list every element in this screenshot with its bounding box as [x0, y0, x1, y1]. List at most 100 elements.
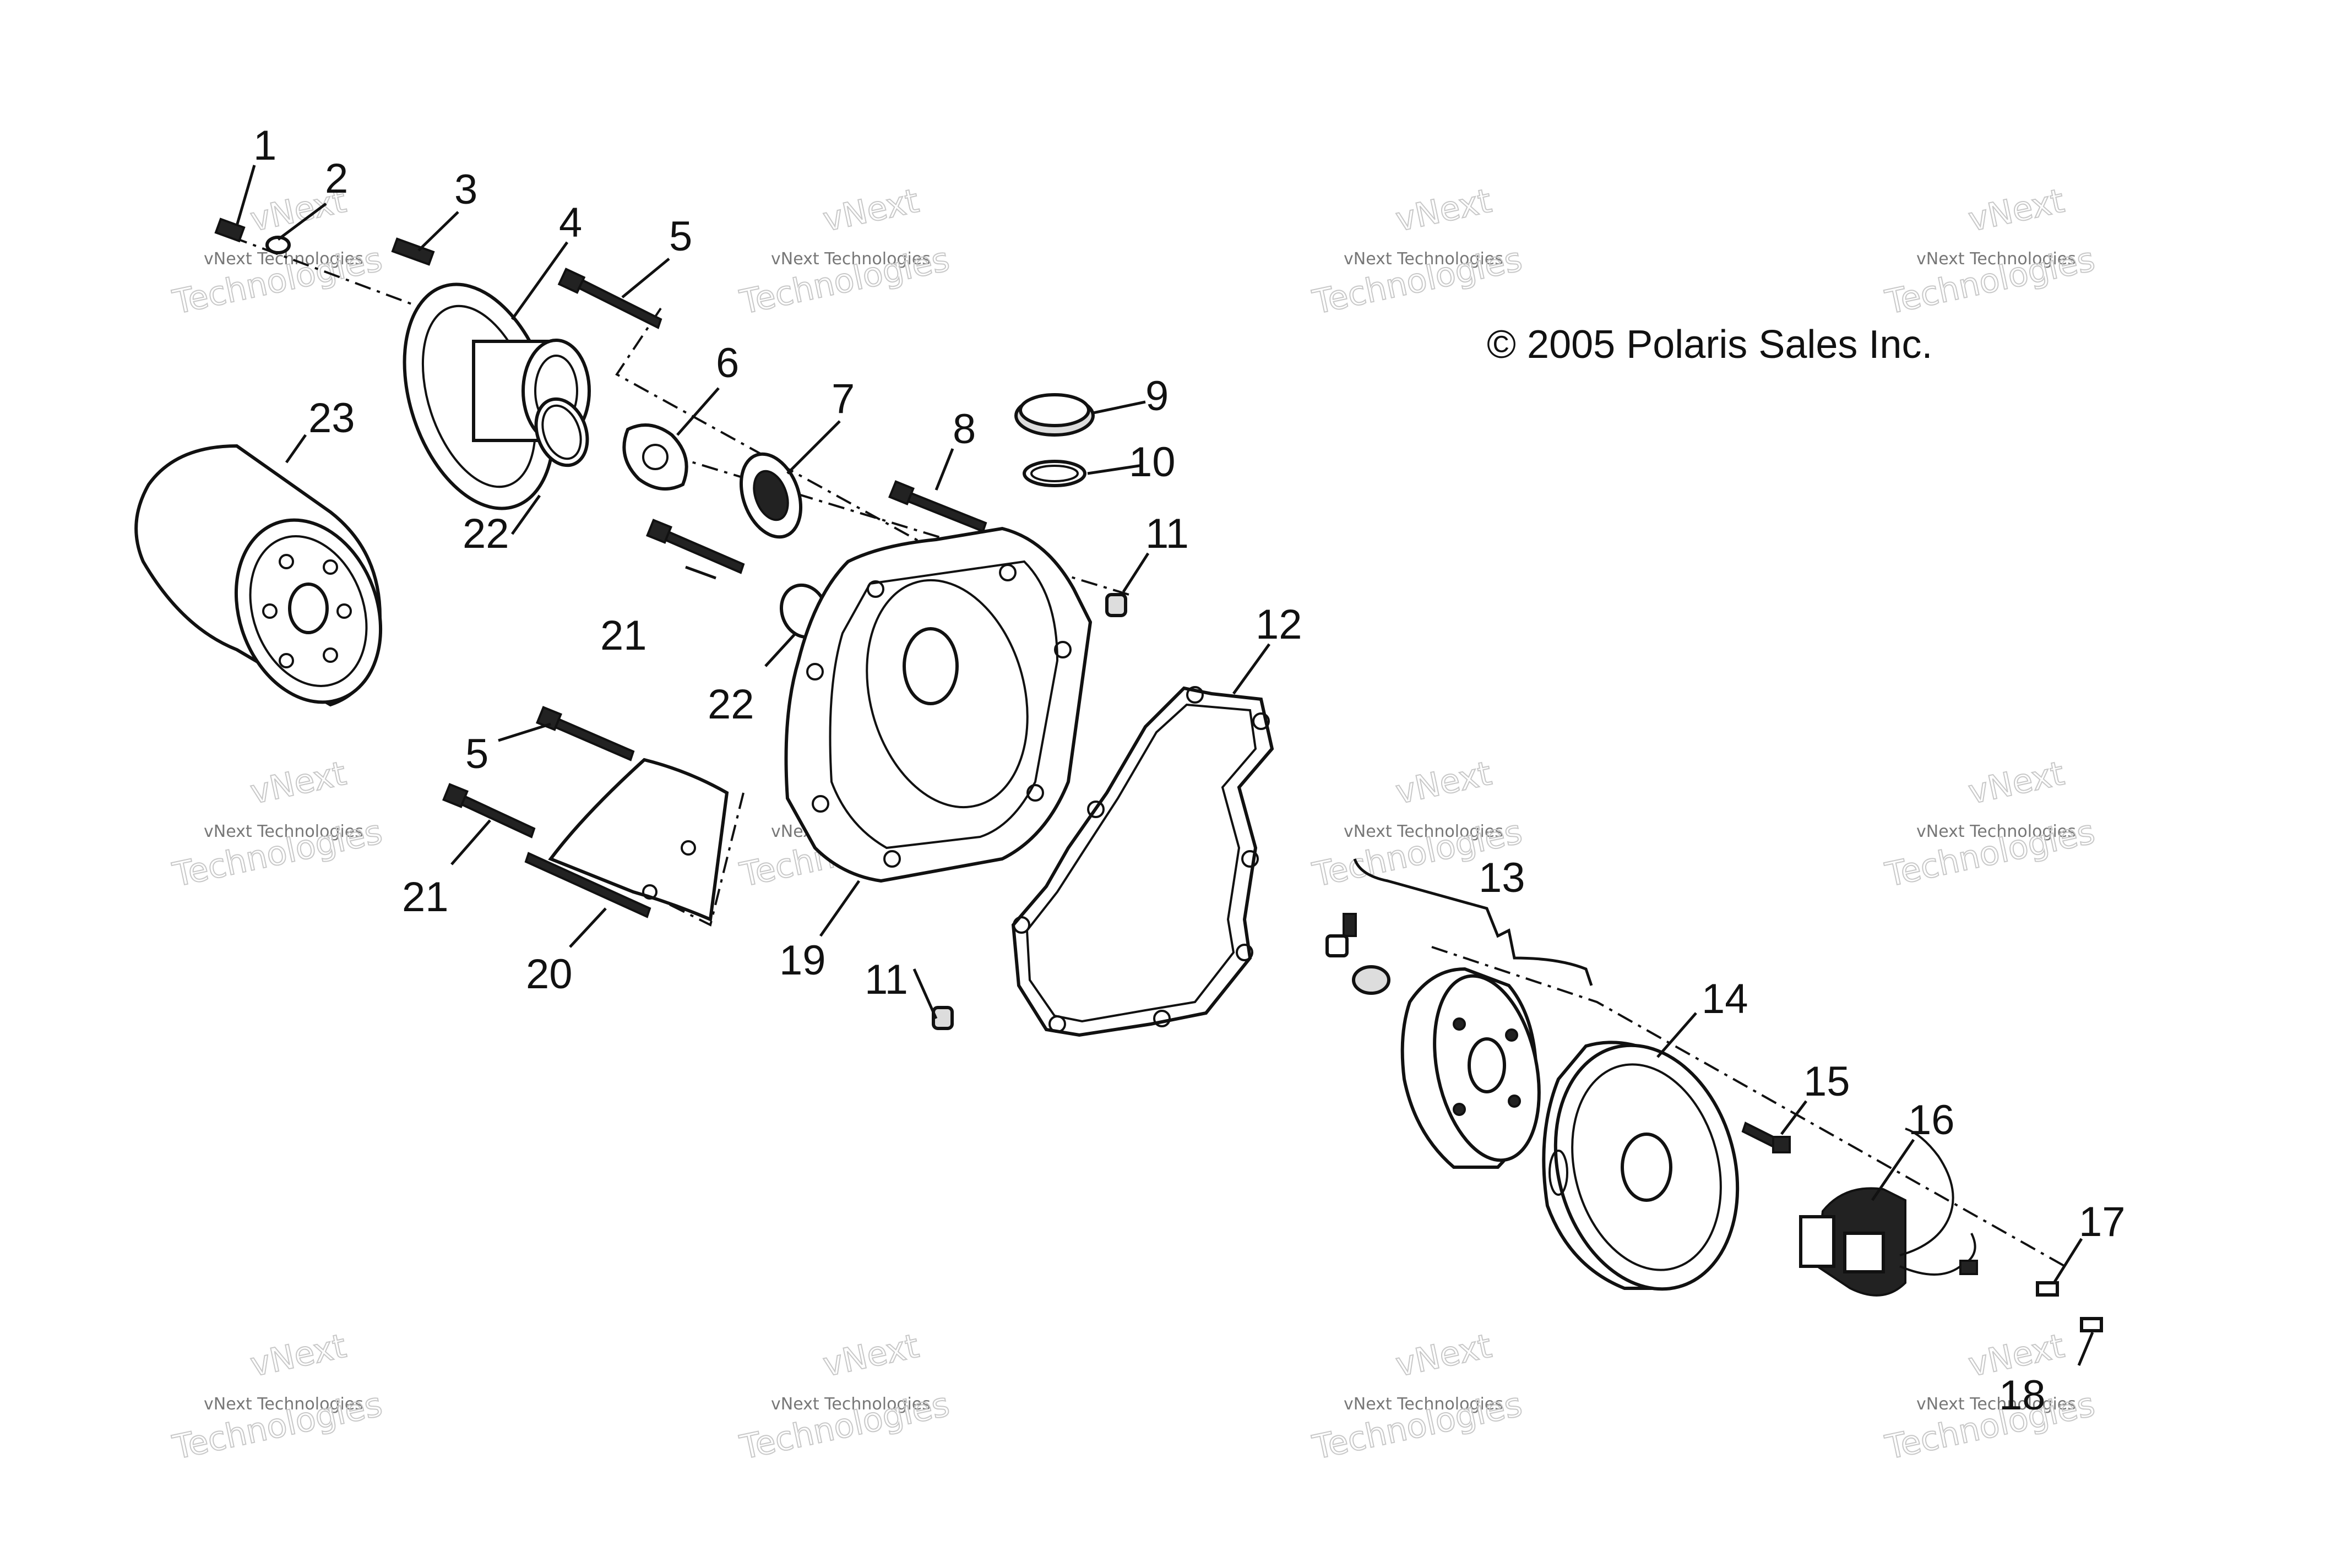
cover-bolt-hole: [1026, 784, 1044, 802]
watermark-text-large: vNext: [247, 754, 350, 812]
callout-14: 14: [1702, 976, 1748, 1022]
leader-line: [498, 722, 551, 742]
part-5-bolt-lower: [546, 714, 635, 761]
part-20-guard: [524, 758, 729, 922]
watermark-text: vNext Technologies: [1916, 249, 2076, 269]
callout-8: 8: [953, 406, 976, 453]
part-19-stator-cover: [784, 526, 1093, 883]
part-6-gasket-plate: [622, 423, 688, 491]
part-21-bolt-lower-head: [442, 783, 469, 808]
part-21-bolt-head: [646, 519, 672, 544]
cover-port: [903, 627, 959, 705]
part-7-seal-bore: [753, 470, 789, 521]
guard-plate: [548, 758, 729, 922]
callout-5-upper: 5: [669, 213, 692, 260]
oil-filter-face-ring: [249, 535, 368, 687]
watermark-tile: vNext vNext Technologies Technologies: [736, 181, 954, 323]
part-12-gasket: [1011, 686, 1274, 1037]
callout-21-lower: 21: [402, 874, 449, 921]
leader-line: [1087, 464, 1143, 475]
leader-line: [819, 880, 861, 937]
part-5-bolt-upper: [568, 274, 662, 329]
gasket-hole: [1252, 712, 1270, 730]
watermark-text: vNext Technologies: [1344, 822, 1503, 841]
oil-filter-center-hole: [288, 582, 329, 634]
watermark-tile: vNext vNext Technologies Technologies: [1882, 754, 2099, 895]
callout-20: 20: [526, 951, 573, 998]
oil-filter-hole: [323, 647, 338, 663]
callout-11-lower: 11: [865, 956, 908, 1003]
cover-bolt-hole: [806, 663, 824, 680]
part-2-washer: [265, 236, 291, 254]
part-23-oil-filter: [134, 444, 383, 707]
callout-15: 15: [1803, 1058, 1850, 1105]
assembly-line: [1431, 946, 2066, 1267]
cover-boss: [866, 579, 1029, 809]
flywheel-slot: [1548, 1150, 1568, 1196]
flywheel-nut: [1352, 965, 1390, 995]
watermark-tile: vNext vNext Technologies Technologies: [736, 1326, 954, 1468]
callout-21-upper: 21: [600, 612, 647, 659]
callout-17: 17: [2079, 1199, 2126, 1245]
leader-line: [1780, 1100, 1807, 1135]
watermark-text: vNext Technologies: [1916, 822, 2076, 841]
key-spacer: [1325, 934, 1349, 957]
watermark-text-large: vNext: [1393, 182, 1495, 239]
gasket-hole: [1241, 850, 1259, 868]
leader-line: [621, 258, 670, 298]
stator-connector: [1959, 1260, 1978, 1275]
callout-16: 16: [1908, 1097, 1955, 1144]
watermark-text: vNext Technologies: [1344, 1395, 1503, 1414]
part-3-bolt: [391, 237, 435, 266]
cover-bolt-hole: [999, 564, 1017, 581]
part-9-cap-top: [1019, 393, 1090, 427]
part-15-bolt-head: [1772, 1136, 1791, 1153]
watermark-text-large: vNext: [247, 1327, 350, 1385]
part-13-starter-clutch: [1353, 858, 1593, 1169]
gasket-outline: [1011, 686, 1274, 1037]
callout-7: 7: [832, 375, 855, 422]
cover-bolt-hole: [1054, 641, 1072, 658]
callout-23: 23: [308, 395, 355, 442]
flywheel-hub: [1621, 1133, 1672, 1202]
assembly-line: [638, 445, 1129, 596]
leader-line: [510, 241, 569, 320]
oil-filter-hole: [279, 653, 294, 668]
oil-filter-hole: [323, 559, 338, 575]
watermark-text-large: vNext: [1965, 754, 2068, 812]
callout-10: 10: [1129, 439, 1176, 486]
part-5-bolt-head: [557, 268, 586, 294]
leader-line: [569, 907, 607, 948]
watermark-tile: vNext vNext Technologies Technologies: [1882, 1326, 2099, 1468]
clutch-hole: [1508, 1095, 1521, 1108]
callout-13: 13: [1479, 854, 1525, 901]
part-22-o-ring-upper: [534, 397, 589, 467]
part-4-filter-housing: [403, 282, 591, 510]
callout-11-upper: 11: [1145, 510, 1189, 557]
gasket-inner: [1025, 703, 1257, 1023]
watermark-text-large: vNext: [1393, 754, 1495, 812]
leader-lines: [235, 165, 2094, 1366]
leader-line: [417, 211, 459, 252]
callout-9: 9: [1145, 373, 1169, 420]
part-8-bolt: [899, 488, 987, 533]
stator-winding: [1799, 1215, 1835, 1268]
small-hardware: [214, 217, 2103, 1332]
leader-line: [934, 448, 954, 491]
leader-line: [285, 434, 307, 464]
callout-3: 3: [454, 166, 477, 213]
copyright-notice: © 2005 Polaris Sales Inc.: [1487, 323, 1932, 367]
callout-4: 4: [559, 199, 582, 246]
flywheel-face-ring: [1571, 1063, 1722, 1271]
watermark-text: vNext Technologies: [204, 1395, 363, 1414]
clutch-hub: [1468, 1037, 1506, 1093]
leader-line: [685, 565, 716, 580]
watermark-tile: vNext vNext Technologies Technologies: [169, 1326, 387, 1468]
gasket-hole: [1236, 944, 1253, 961]
cover-bolt-hole: [867, 580, 884, 598]
leader-line: [1122, 552, 1150, 593]
oil-filter-hole: [279, 554, 294, 569]
part-1-bolt: [214, 217, 246, 243]
woodruff-key: [1343, 913, 1357, 937]
